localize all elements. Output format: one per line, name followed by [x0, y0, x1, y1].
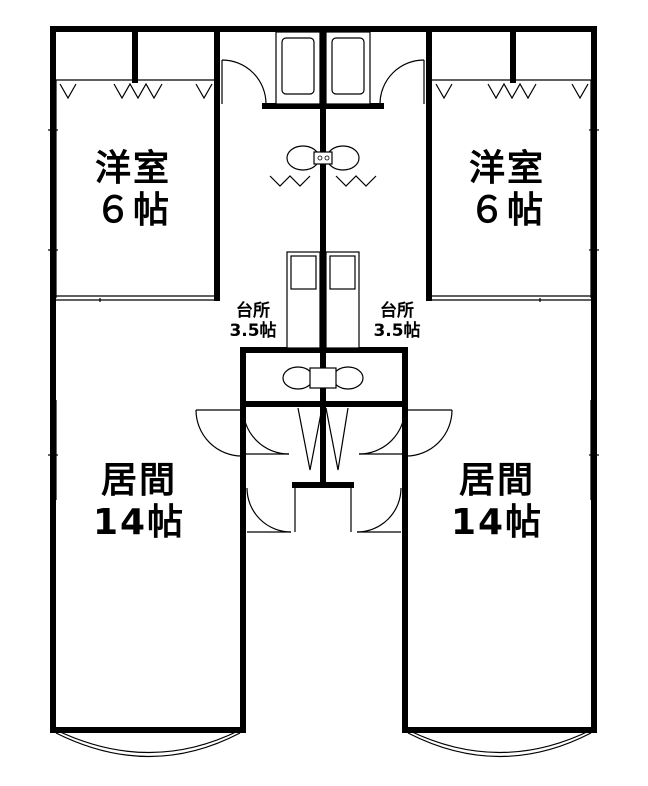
room-size: ６帖 — [468, 190, 545, 231]
room-name: 台所 — [236, 301, 270, 321]
bathtubs — [275, 31, 371, 105]
room-label-kitchen-left: 台所 3.5帖 — [218, 301, 288, 341]
partitions — [48, 79, 599, 500]
basins — [282, 145, 364, 390]
room-name: 居間 — [458, 460, 535, 501]
bay-windows — [55, 729, 592, 757]
room-label-western-left: 洋室 ６帖 — [78, 148, 188, 232]
door-swings — [195, 59, 453, 533]
room-size: 14帖 — [450, 502, 544, 543]
room-label-kitchen-right: 台所 3.5帖 — [362, 301, 432, 341]
room-name: 台所 — [380, 301, 414, 321]
room-label-living-left: 居間 14帖 — [84, 460, 194, 544]
room-label-western-right: 洋室 ６帖 — [452, 148, 562, 232]
room-name: 洋室 — [94, 148, 171, 189]
room-name: 居間 — [100, 460, 177, 501]
room-size: 3.5帖 — [229, 321, 277, 341]
kitchen-counters — [286, 251, 360, 349]
room-size: 3.5帖 — [373, 321, 421, 341]
room-size: 14帖 — [92, 502, 186, 543]
room-size: ６帖 — [94, 190, 171, 231]
room-label-living-right: 居間 14帖 — [442, 460, 552, 544]
room-name: 洋室 — [468, 148, 545, 189]
closet-doors — [59, 82, 589, 187]
